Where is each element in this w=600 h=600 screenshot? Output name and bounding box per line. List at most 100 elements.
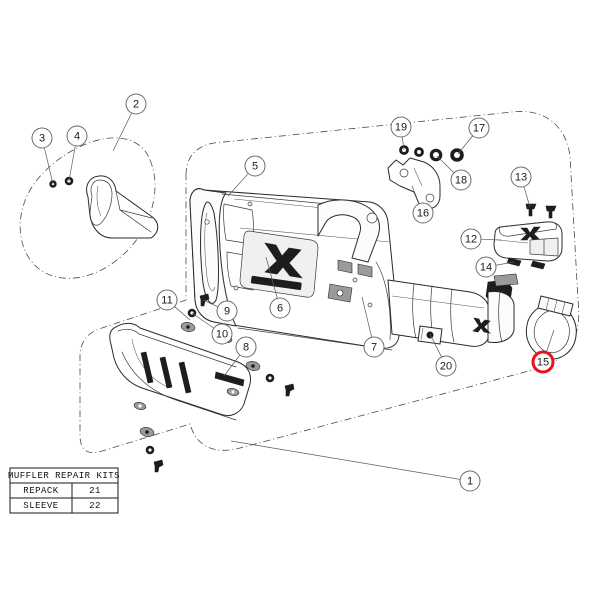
muffler-inlet-inner	[204, 212, 216, 291]
callout-9[interactable]: 9	[216, 300, 238, 322]
callout-circle-14[interactable]	[475, 256, 497, 278]
callout-label-14: 14	[480, 262, 492, 274]
leader-line-3	[43, 147, 54, 185]
table-row-1-number: 22	[89, 501, 101, 511]
leader-line-16	[411, 185, 420, 204]
callout-circle-4[interactable]	[66, 125, 88, 147]
muffler-rivet-3	[233, 285, 239, 291]
pipe-end-ring	[498, 291, 503, 343]
callout-11[interactable]: 11	[156, 289, 178, 311]
fastener-set-upper	[180, 293, 210, 332]
callout-14[interactable]: 14	[475, 256, 497, 278]
callout-label-2: 2	[133, 99, 139, 111]
callout-circle-3[interactable]	[31, 127, 53, 149]
callout-circle-9[interactable]	[216, 300, 238, 322]
callout-16[interactable]: 16	[412, 202, 434, 224]
clamp-bolt-rib-3	[561, 301, 566, 315]
bracket-16-hole-b	[425, 193, 435, 203]
table-row-0-name: REPACK	[23, 486, 59, 496]
callout-18[interactable]: 18	[450, 169, 472, 191]
pipe-end-collar	[487, 291, 515, 343]
link-pipe-ring-3	[450, 288, 455, 343]
callout-label-17: 17	[473, 123, 485, 135]
callout-circle-19[interactable]	[390, 116, 412, 138]
leader-line-4	[68, 145, 76, 182]
callout-circle-2[interactable]	[125, 93, 147, 115]
callout-circle-5[interactable]	[244, 155, 266, 177]
callout-8[interactable]: 8	[235, 336, 257, 358]
callout-1[interactable]: 1	[459, 470, 481, 492]
leader-line-9	[202, 299, 219, 308]
table-header-label: MUFFLER REPAIR KITS	[8, 471, 120, 481]
link-pipe-ring-1	[412, 283, 417, 339]
endcap-top-face	[499, 221, 557, 237]
part-10-washer-lower-hole	[148, 448, 152, 452]
callout-circle-10[interactable]	[211, 323, 233, 345]
muffler-rear-curve	[375, 261, 391, 341]
table-outer-border	[9, 467, 119, 514]
callout-label-13: 13	[515, 172, 527, 184]
clamp-bolt-rib-1	[545, 297, 550, 311]
part-link-pipe-group	[387, 273, 519, 347]
callout-12[interactable]: 12	[460, 228, 482, 250]
part-8-heat-shield-group	[109, 322, 251, 421]
leader-line-14	[495, 261, 515, 266]
part-13-screw-a	[525, 203, 537, 217]
callout-circle-20[interactable]	[435, 355, 457, 377]
callout-5[interactable]: 5	[244, 155, 266, 177]
endcap-side-line	[497, 239, 529, 244]
callout-label-11: 11	[161, 295, 172, 307]
callout-6[interactable]: 6	[269, 297, 291, 319]
callout-label-15: 15	[537, 357, 549, 369]
leader-line-1	[230, 440, 461, 480]
bracket-hole	[366, 212, 378, 224]
callout-circle-17[interactable]	[468, 117, 490, 139]
callout-13[interactable]: 13	[510, 166, 532, 188]
callout-label-3: 3	[39, 133, 45, 145]
callout-circle-18[interactable]	[450, 169, 472, 191]
db-killer-tube	[86, 175, 159, 239]
callout-circle-6[interactable]	[269, 297, 291, 319]
callout-19[interactable]: 19	[390, 116, 412, 138]
callout-7[interactable]: 7	[363, 336, 385, 358]
callout-label-12: 12	[465, 234, 477, 246]
heat-shield-top-edge	[117, 328, 237, 368]
leader-line-13	[523, 186, 531, 208]
callout-label-7: 7	[371, 342, 377, 354]
leader-line-12	[480, 238, 502, 241]
callout-17[interactable]: 17	[468, 117, 490, 139]
callout-3[interactable]: 3	[31, 127, 53, 149]
callout-label-4: 4	[74, 131, 80, 143]
callout-15[interactable]: 15	[531, 350, 555, 374]
db-killer-seam-b	[119, 209, 153, 219]
callout-circle-15[interactable]	[531, 350, 555, 374]
callout-4[interactable]: 4	[66, 125, 88, 147]
part-13-screws	[525, 203, 557, 219]
leader-line-17	[457, 135, 473, 155]
callout-circle-7[interactable]	[363, 336, 385, 358]
callout-2[interactable]: 2	[125, 93, 147, 115]
callout-label-5: 5	[252, 161, 258, 173]
callout-circle-8[interactable]	[235, 336, 257, 358]
shield-eyelet-2-hole	[231, 390, 235, 394]
callout-circle-11[interactable]	[156, 289, 178, 311]
akrapovic-badge	[239, 230, 319, 298]
callout-20[interactable]: 20	[435, 355, 457, 377]
muffler-side-block-hole	[336, 289, 344, 297]
callout-10[interactable]: 10	[211, 323, 233, 345]
callout-circle-12[interactable]	[460, 228, 482, 250]
heat-shield-slot-2	[159, 356, 173, 389]
callout-circle-16[interactable]	[412, 202, 434, 224]
callout-circle-13[interactable]	[510, 166, 532, 188]
part-14-rivet-b	[530, 260, 546, 270]
muffler-rivet-5	[367, 302, 373, 308]
part-11-grommet-lower-hole	[145, 430, 149, 434]
table-row-0-number: 21	[89, 486, 101, 496]
callout-circle-1[interactable]	[459, 470, 481, 492]
shield-eyelet-3-hole	[138, 404, 142, 408]
part-15-clamp-group	[525, 295, 577, 360]
db-killer-inner-lip	[89, 179, 113, 226]
bracket-16-hole-a	[399, 168, 409, 178]
leader-line-8	[223, 354, 241, 377]
